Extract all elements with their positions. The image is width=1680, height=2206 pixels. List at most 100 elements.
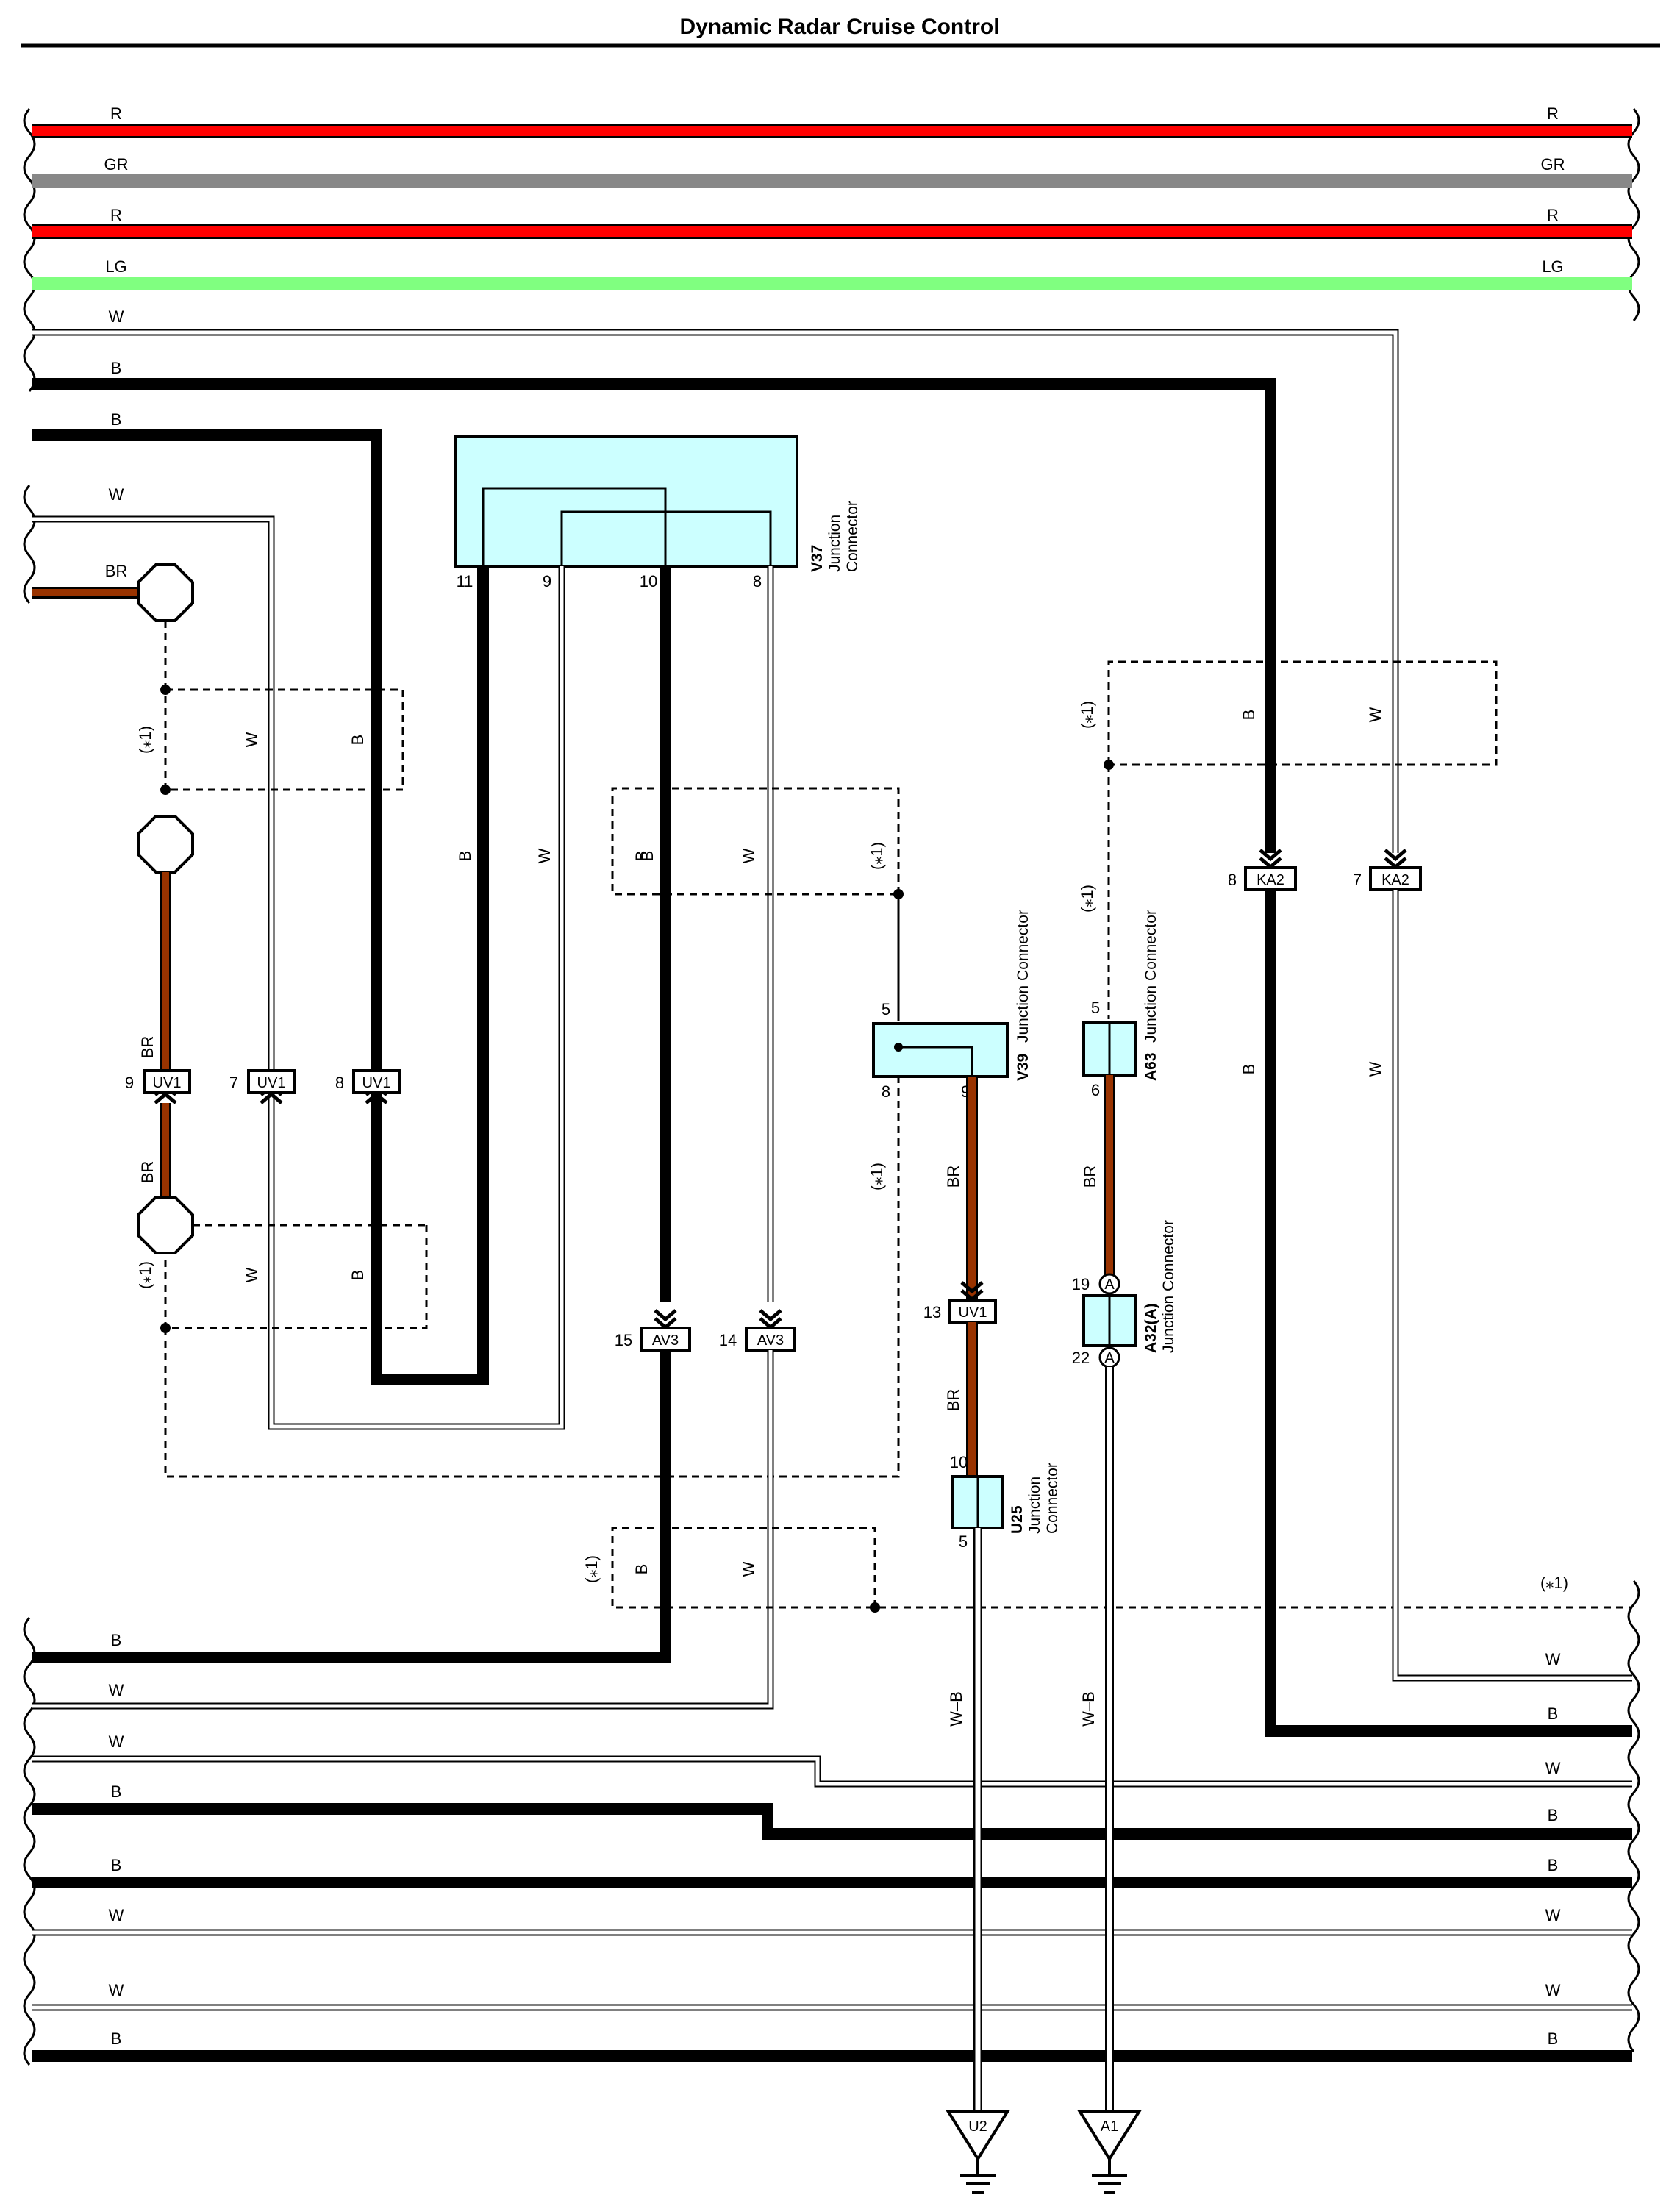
av3-pin-15: 15 <box>615 1331 632 1349</box>
bus-bottom-right-0: W <box>1545 1650 1561 1668</box>
u25-label-line2: Connector <box>1044 1463 1061 1534</box>
v37-pin-9: 9 <box>543 572 551 590</box>
wire-label-w-left-1: W <box>243 732 261 747</box>
wire-w-ka2: W <box>32 307 1399 853</box>
v39-label: Junction Connector <box>1015 910 1032 1043</box>
shield-end-top <box>137 563 194 622</box>
u25-code: U25 <box>1009 1505 1026 1534</box>
left-continuation-edge <box>23 108 36 2066</box>
wire-label-r-right-1: R <box>1547 104 1559 123</box>
av3-pin15-connector: AV3 15 <box>615 1310 691 1352</box>
a63-junction-connector: 5 6 A63 Junction Connector <box>1082 910 1159 1099</box>
bus-bottom-right-3: B <box>1548 1806 1559 1824</box>
v39-junction-connector: 5 8 9 V39 Junction Connector <box>872 910 1032 1101</box>
wire-label-b-bottom-box: B <box>632 1564 651 1575</box>
ground-a1: A1 <box>1077 2110 1142 2194</box>
wire-ka2-8-b: B <box>1240 890 1632 1737</box>
wire-label-br-v39: BR <box>944 1166 962 1188</box>
a63-label: Junction Connector <box>1143 910 1159 1043</box>
uv1-pin8-connector: UV1 8 <box>335 1069 401 1103</box>
uv1-pin-13: 13 <box>923 1303 941 1321</box>
wire-label-w-1: W <box>109 307 124 326</box>
wire-label-w-v37-8: W <box>740 848 758 863</box>
wire-label-b-left-2: B <box>348 1270 367 1281</box>
v37-pin-10: 10 <box>640 572 657 590</box>
wire-v37-10-b: B <box>638 566 671 1302</box>
bus-bottom-right-5: W <box>1545 1906 1561 1924</box>
shield-end-bottom <box>137 1196 194 1254</box>
a32-circle-bottom: A <box>1104 1350 1115 1366</box>
ground-u2-label: U2 <box>968 2118 987 2135</box>
av3-pin-14: 14 <box>719 1331 737 1349</box>
ground-a1-label: A1 <box>1101 2118 1118 2135</box>
bus-bottom-right-4: B <box>1548 1856 1559 1874</box>
diagram-title: Dynamic Radar Cruise Control <box>679 15 999 39</box>
wire-v39-9-br: BR <box>944 1077 978 1302</box>
wire-label-w-v37-9: W <box>535 848 554 863</box>
a32-pin-22: 22 <box>1072 1349 1090 1367</box>
bus-bottom-left-1: W <box>109 1681 124 1699</box>
wire-label-gr-left: GR <box>104 155 129 174</box>
uv1-code-7: UV1 <box>257 1075 286 1091</box>
v37-label-line2: Connector <box>844 501 861 572</box>
uv1-pin-9: 9 <box>125 1074 134 1092</box>
wire-u25-wb: W–B <box>947 1528 982 2112</box>
v37-pin-8: 8 <box>753 572 762 590</box>
wire-label-r-left-2: R <box>110 206 122 224</box>
a32-circle-top: A <box>1104 1277 1115 1293</box>
v39-code: V39 <box>1015 1054 1032 1081</box>
uv1-code-13: UV1 <box>959 1304 987 1321</box>
ka2-pin7-connector: KA2 7 <box>1353 850 1422 891</box>
wire-label-r-left-1: R <box>110 104 122 123</box>
wire-ka2-7-w: W <box>1366 890 1632 1682</box>
wire-label-b-2: B <box>111 410 122 429</box>
ka2-pin-8: 8 <box>1228 871 1237 889</box>
wire-v37-11-b: B <box>371 566 489 1385</box>
wire-b-uv1-8: B <box>32 410 382 1081</box>
a32-junction-connector: A A 19 22 A32(A) Junction Connector <box>1072 1220 1177 1368</box>
wire-label-b-mid: B <box>632 851 651 862</box>
ka2-code-8: KA2 <box>1257 872 1284 888</box>
wire-a32-wb: W–B <box>1079 1367 1114 2112</box>
v37-code: V37 <box>809 545 826 572</box>
wire-label-r-right-2: R <box>1547 206 1559 224</box>
shield-note-a63-1: (⁎1) <box>1078 701 1096 729</box>
wire-v37-9-w: W <box>268 566 565 1430</box>
wire-label-w-2: W <box>109 485 124 504</box>
wire-label-b-left-1: B <box>348 735 367 746</box>
bottom-bus: B W W W B B B B W W W W B B W B <box>32 1631 1632 2062</box>
shield-note-right: (⁎1) <box>1540 1574 1568 1592</box>
av3-code-15: AV3 <box>652 1332 679 1349</box>
wire-label-w-bottom-box: W <box>740 1561 758 1577</box>
v39-pin-8: 8 <box>882 1082 890 1101</box>
wire-w-uv1-7: W <box>32 485 275 1081</box>
wire-label-b-v37-11: B <box>456 851 474 862</box>
wire-av3-14-w <box>32 1350 774 1710</box>
bus-bottom-left-5: W <box>109 1906 124 1924</box>
wire-a63-6-br: BR <box>1081 1075 1115 1275</box>
uv1-pin-8: 8 <box>335 1074 344 1092</box>
bus-bottom-left-3: B <box>111 1782 122 1801</box>
v37-pin-11: 11 <box>457 572 473 590</box>
uv1-pin13-connector: UV1 13 <box>923 1282 997 1324</box>
wire-label-gr-right: GR <box>1541 155 1565 174</box>
u25-pin-5: 5 <box>959 1532 968 1551</box>
uv1-code-9: UV1 <box>153 1075 182 1091</box>
ka2-pin8-connector: KA2 8 <box>1228 850 1297 891</box>
bottom-shield-box: (⁎1) B W (⁎1) <box>582 1527 1632 1613</box>
wire-label-w-a63-box: W <box>1366 707 1384 722</box>
wire-label-w-ka2: W <box>1366 1061 1384 1077</box>
uv1-pin-7: 7 <box>229 1074 238 1092</box>
u25-pin-10: 10 <box>950 1453 968 1471</box>
bus-bottom-right-2: W <box>1545 1759 1561 1777</box>
wire-av3-15-b <box>32 1350 671 1663</box>
wb-crossovers <box>973 1618 1114 2112</box>
ground-u2: U2 <box>946 2110 1010 2194</box>
wire-label-lg-left: LG <box>105 257 126 276</box>
shield-note-left-2: (⁎1) <box>136 1261 154 1289</box>
wire-label-b-1: B <box>111 359 122 377</box>
u25-label-line1: Junction <box>1026 1477 1043 1534</box>
wire-v37-8-w: W <box>740 566 774 1302</box>
shield-end-mid <box>137 815 194 874</box>
a63-pin-6: 6 <box>1091 1081 1100 1099</box>
